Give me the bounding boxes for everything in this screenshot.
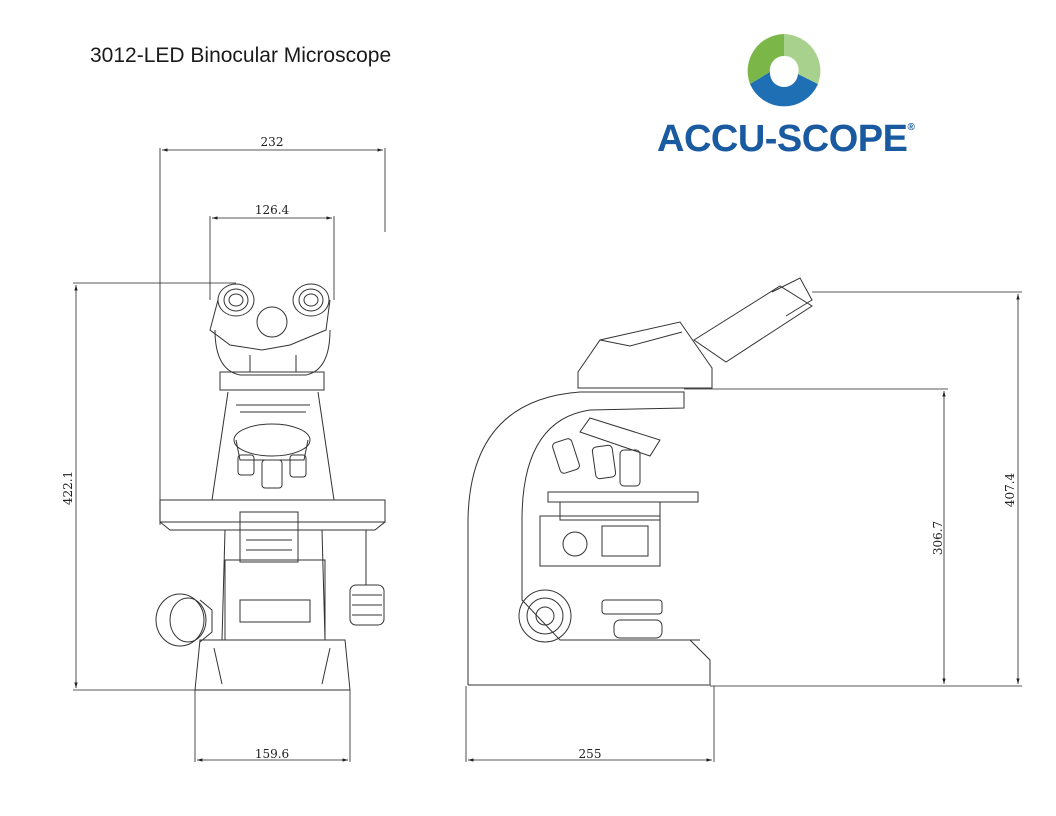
front-view-dimensions bbox=[73, 148, 386, 762]
logo-wordmark: ACCU-SCOPE® bbox=[657, 118, 915, 161]
side-view-drawing bbox=[467, 277, 813, 686]
dim-front-height: 422.1 bbox=[61, 471, 75, 505]
dim-front-head-width: 126.4 bbox=[255, 203, 290, 217]
dim-side-stage-height: 306.7 bbox=[931, 521, 945, 555]
front-view-drawing bbox=[155, 283, 386, 691]
side-view-dimensions bbox=[465, 291, 1022, 762]
logo-text: ACCU-SCOPE bbox=[657, 118, 908, 160]
dim-side-base-depth: 255 bbox=[579, 747, 602, 761]
accu-scope-logo-icon bbox=[747, 34, 821, 107]
registered-mark: ® bbox=[907, 122, 915, 133]
page-title: 3012-LED Binocular Microscope bbox=[90, 44, 392, 67]
dim-front-top-width: 232 bbox=[261, 135, 284, 149]
dim-front-base-width: 159.6 bbox=[255, 747, 289, 761]
dim-side-total-height: 407.4 bbox=[1003, 472, 1017, 507]
